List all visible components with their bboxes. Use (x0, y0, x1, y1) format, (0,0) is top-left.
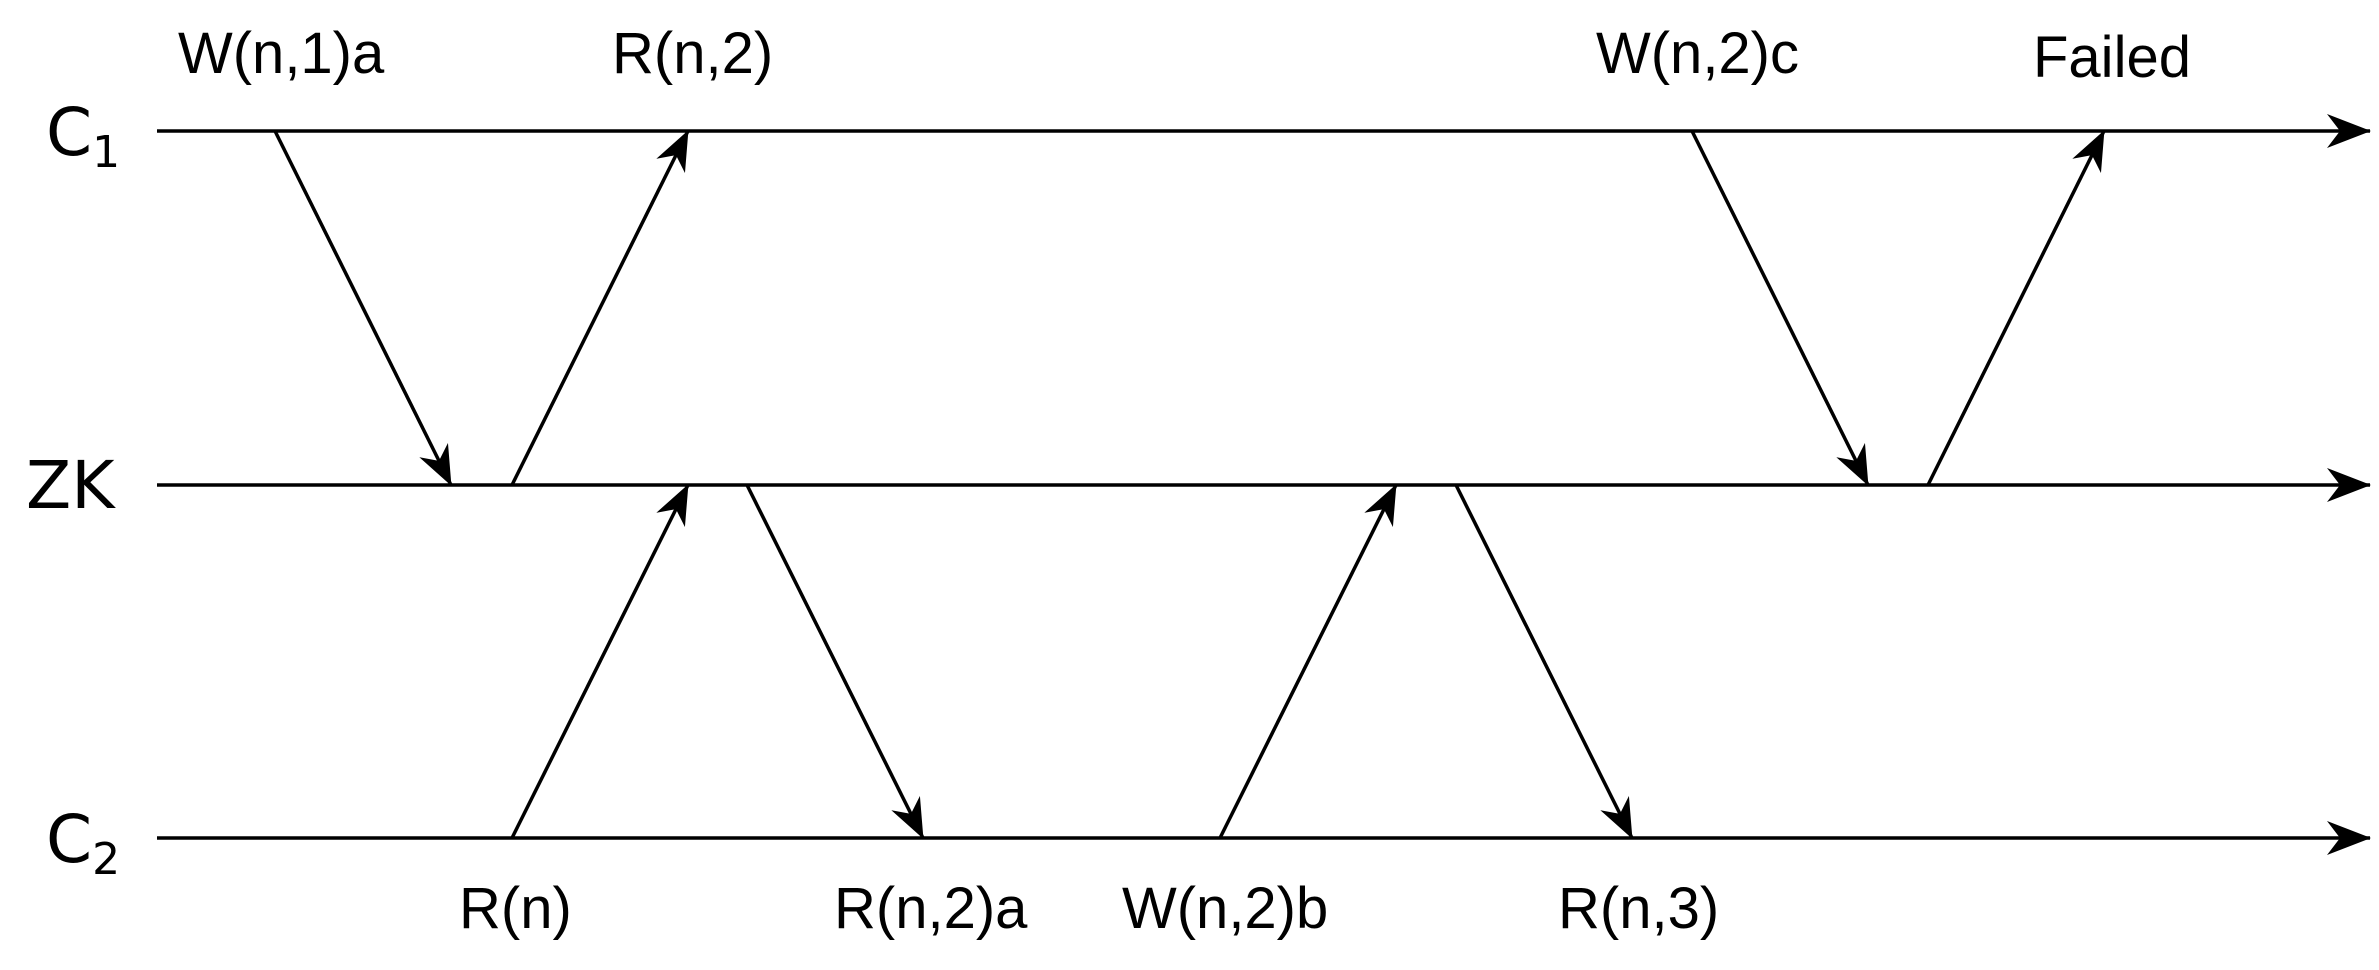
arrow-c1-to-zk-w-n1a (273, 130, 453, 486)
msg-label-r-n2a: R(n,2)a (834, 876, 1028, 941)
msg-label-failed: Failed (2033, 25, 2191, 90)
arrow-c2-to-zk-w-n2b (1218, 484, 1398, 839)
arrow-zk-to-c1-failed (1926, 130, 2106, 486)
arrow-zk-to-c1-r-n2 (510, 130, 690, 486)
arrow-c2-to-zk-r-n (510, 484, 690, 839)
arrow-zk-to-c2-r-n2a (745, 484, 925, 839)
msg-label-r-n2: R(n,2) (612, 21, 773, 86)
arrow-c1-to-zk-w-n2c (1690, 130, 1870, 486)
arrow-zk-to-c2-r-n3 (1454, 484, 1634, 839)
msg-label-r-n: R(n) (459, 876, 572, 941)
msg-label-w-n1a: W(n,1)a (178, 21, 385, 86)
msg-label-r-n3: R(n,3) (1558, 876, 1719, 941)
msg-label-w-n2c: W(n,2)c (1596, 21, 1799, 86)
lane-label-zk: ZK (26, 447, 116, 524)
lane-label-c2: C2 (46, 801, 120, 885)
lane-label-c1: C1 (46, 94, 120, 178)
msg-label-w-n2b: W(n,2)b (1122, 876, 1328, 941)
